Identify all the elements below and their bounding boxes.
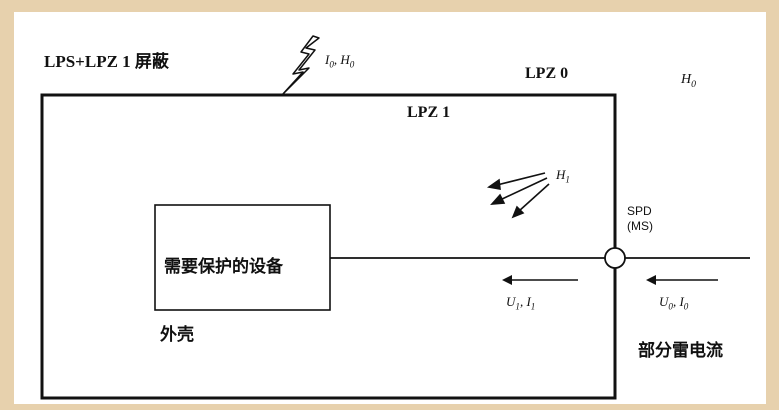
lps-shield-label: LPS+LPZ 1 屏蔽 [44,52,169,71]
partial-current-label: 部分雷电流 [638,341,723,360]
h1-field-arrows [486,172,550,219]
h0-outside-label: H0 [681,72,697,90]
h1-label: H1 [556,167,570,185]
lightning-bolt-icon [281,35,320,96]
u1-current-arrow [502,275,578,285]
u1-i1-label: U1, I1 [506,294,536,312]
lpz1-label: LPZ 1 [407,104,451,121]
lpz0-label: LPZ 0 [525,65,569,82]
spd-circle [604,247,626,269]
equipment-label: 需要保护的设备 [164,257,283,276]
enclosure-label: 外壳 [160,325,194,344]
u0-i0-label: U0, I0 [659,294,689,312]
strike-label: I0, H0 [325,52,355,70]
u0-current-arrow [646,275,718,285]
spd-label: SPD (MS) [627,204,653,233]
paper-background [14,12,766,404]
lpz1-shield-box [40,93,617,400]
